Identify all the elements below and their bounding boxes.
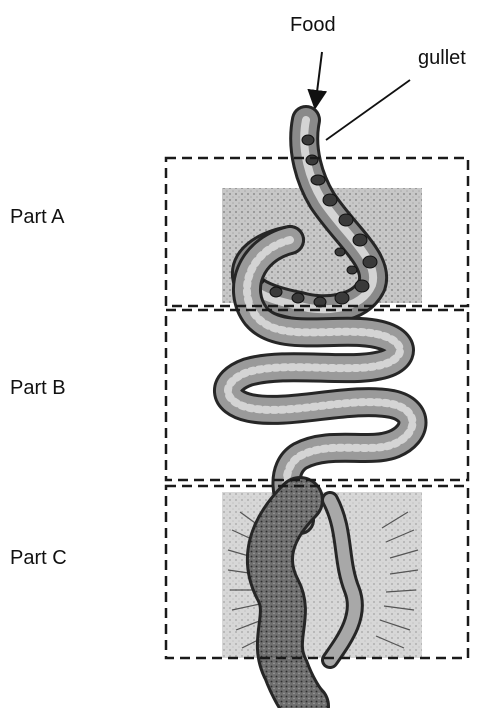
food-arrow <box>316 52 322 100</box>
gullet-pointer-line <box>326 80 410 140</box>
